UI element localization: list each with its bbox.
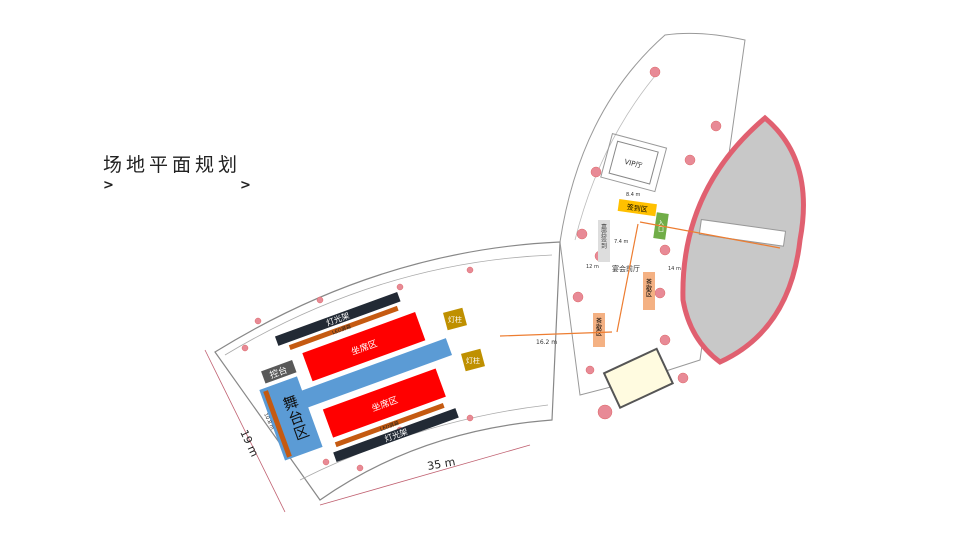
light-pillar-1-label: 灯柱 (448, 315, 462, 324)
sign-in-label: 签到区 (626, 202, 648, 214)
page-title: 场地平面规划 (103, 154, 242, 176)
foyer-label: 宴会前厅 (612, 264, 640, 273)
dim-d2: 7.4 m (614, 239, 629, 245)
lighting-rack-bottom (333, 408, 459, 462)
led-screen-top (288, 305, 399, 350)
arrow-left-icon: > (103, 178, 114, 193)
seating-area-bottom (322, 368, 446, 438)
dim-width: 35 m (426, 455, 456, 473)
dim-d3: 12 m (586, 264, 599, 270)
arrow-right-icon: > (240, 178, 251, 193)
entrance-label: 入口 (658, 220, 664, 233)
console (261, 360, 297, 384)
led-screen-stage (263, 390, 292, 458)
sign-in-area (617, 199, 657, 217)
dim-aisle: 16.2 m (536, 339, 557, 346)
tea-break-area-2 (593, 313, 605, 347)
seating-area-top (302, 312, 426, 382)
light-pillar-2-label: 灯柱 (466, 356, 480, 365)
stage-label: 舞台区 (281, 392, 312, 444)
lighting-rack-top (274, 291, 401, 346)
tea-break-area-1 (643, 272, 655, 310)
tea-break-label-2: 茶歇区 (596, 317, 602, 338)
flow-arrows (499, 221, 781, 337)
dim-d4: 14 m (668, 266, 681, 272)
light-pillar-2 (461, 348, 485, 372)
guest-sign-label: 嘉宾签到 (601, 223, 607, 250)
light-pillar-1 (443, 307, 467, 331)
tea-break-label-1: 茶歇区 (646, 278, 652, 299)
guest-sign-area (598, 220, 610, 262)
led-screen-bottom (334, 403, 445, 448)
stage-area (259, 338, 453, 461)
columns (241, 66, 722, 472)
dim-depth: 19 m (237, 428, 261, 459)
dim-d1: 8.4 m (626, 192, 641, 198)
